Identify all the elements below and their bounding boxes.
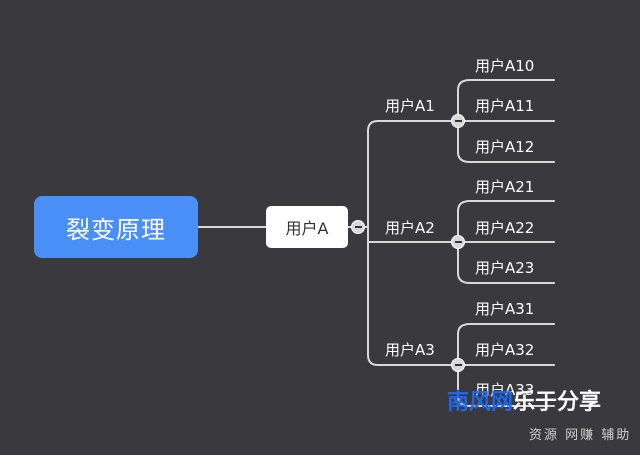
root-node[interactable]: 裂变原理 [34, 196, 198, 258]
node-user-a10[interactable]: 用户A10 [475, 57, 535, 75]
collapse-toggle-a1[interactable] [451, 114, 465, 128]
node-user-a2[interactable]: 用户A2 [385, 219, 435, 237]
watermark-brand: 南风网 [447, 390, 514, 415]
node-user-a33[interactable]: 用户A33 [475, 381, 535, 399]
node-user-a3[interactable]: 用户A3 [385, 341, 435, 359]
node-user-a31[interactable]: 用户A31 [475, 300, 535, 318]
collapse-toggle-a2[interactable] [451, 235, 465, 249]
watermark-subtitle: 资源 网赚 辅助 [529, 428, 632, 443]
node-user-a12[interactable]: 用户A12 [475, 138, 535, 156]
collapse-toggle-a3[interactable] [451, 358, 465, 372]
node-user-a22[interactable]: 用户A22 [475, 219, 535, 237]
node-user-a1[interactable]: 用户A1 [385, 97, 435, 115]
collapse-toggle-a[interactable] [351, 220, 365, 234]
node-user-a21[interactable]: 用户A21 [475, 178, 535, 196]
watermark-slogan: 乐于分享 [513, 390, 602, 415]
node-user-a11[interactable]: 用户A11 [475, 97, 535, 115]
watermark-logo: 南风网乐于分享 [447, 389, 601, 417]
node-user-a32[interactable]: 用户A32 [475, 341, 535, 359]
node-user-a[interactable]: 用户A [266, 206, 348, 248]
node-user-a23[interactable]: 用户A23 [475, 259, 535, 277]
